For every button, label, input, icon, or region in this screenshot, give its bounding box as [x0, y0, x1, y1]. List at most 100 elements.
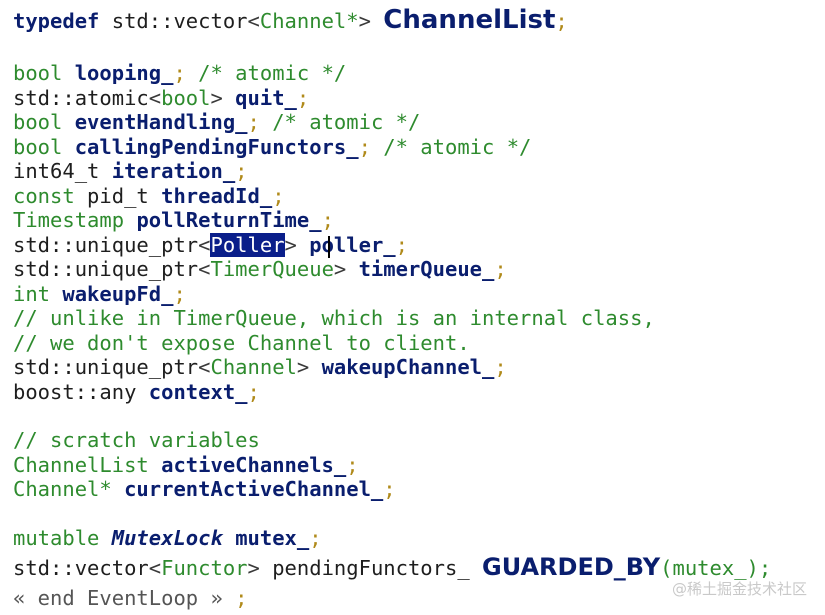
code-line: // we don't expose Channel to client.	[13, 331, 470, 355]
identifier: wakeupFd_	[62, 282, 174, 306]
type-param: TimerQueue	[210, 257, 334, 281]
type-text: std::vector	[13, 556, 149, 580]
type-text: std::atomic	[13, 86, 149, 110]
keyword: bool	[13, 110, 63, 134]
angle-close: >	[247, 556, 260, 580]
type-name-italic: MutexLock	[111, 526, 223, 550]
semicolon: ;	[296, 86, 310, 110]
angle-open: <	[198, 257, 211, 281]
identifier: context_	[148, 380, 248, 404]
keyword: bool	[13, 135, 63, 159]
semicolon: ;	[235, 159, 248, 183]
identifier: pollReturnTime_	[136, 208, 322, 232]
code-line: // unlike in TimerQueue, which is an int…	[13, 306, 655, 330]
angle-open: <	[148, 556, 162, 580]
comment: // unlike in TimerQueue, which is an int…	[13, 306, 655, 330]
identifier: looping_	[74, 61, 174, 85]
type-text: std::unique_ptr	[13, 355, 199, 379]
identifier: wakeupChannel_	[321, 355, 495, 379]
identifier: quit_	[235, 86, 297, 110]
identifier: eventHandling_	[74, 110, 248, 134]
semicolon: ;	[235, 586, 248, 610]
macro-args: (mutex_);	[660, 556, 772, 580]
selected-text[interactable]: Poller	[210, 233, 285, 257]
code-line: bool eventHandling_; /* atomic */	[13, 110, 420, 134]
semicolon: ;	[358, 135, 371, 159]
keyword: int	[13, 282, 51, 306]
semicolon: ;	[247, 380, 260, 404]
angle-open: <	[198, 233, 211, 257]
identifier: callingPendingFunctors_	[74, 135, 359, 159]
macro-name: GUARDED_BY	[482, 553, 661, 581]
angle-close: >	[358, 9, 371, 33]
code-line: // scratch variables	[13, 428, 260, 452]
identifier: iteration_	[111, 159, 236, 183]
code-line: Timestamp pollReturnTime_;	[13, 208, 334, 232]
keyword: bool	[13, 61, 63, 85]
code-line: const pid_t threadId_;	[13, 184, 285, 208]
comment: // we don't expose Channel to client.	[13, 331, 470, 355]
code-line: bool callingPendingFunctors_; /* atomic …	[13, 135, 531, 159]
identifier: activeChannels_	[161, 453, 347, 477]
type-param: Channel*	[259, 9, 359, 33]
code-line: ChannelList activeChannels_;	[13, 453, 359, 477]
keyword: typedef	[13, 9, 100, 33]
fold-marker[interactable]: « end EventLoop »	[13, 586, 236, 610]
semicolon: ;	[321, 208, 334, 232]
type-text: std::vector	[99, 9, 248, 33]
code-line: Channel* currentActiveChannel_;	[13, 477, 396, 501]
comment: /* atomic */	[185, 61, 347, 85]
code-line: bool looping_; /* atomic */	[13, 61, 346, 85]
angle-open: <	[148, 86, 162, 110]
identifier-plain: pendingFunctors_	[259, 556, 483, 580]
angle-close: >	[333, 257, 347, 281]
code-line: std::atomic<bool> quit_;	[13, 86, 309, 110]
code-line-folded[interactable]: « end EventLoop » ;	[13, 586, 248, 610]
identifier: mutex_	[235, 526, 310, 550]
type-name: ChannelList	[13, 453, 149, 477]
code-line: mutable MutexLock mutex_;	[13, 526, 322, 550]
typedef-name: ChannelList	[383, 5, 556, 35]
semicolon: ;	[173, 61, 186, 85]
code-line: std::unique_ptr<TimerQueue> timerQueue_;	[13, 257, 507, 281]
type-name: Channel*	[13, 477, 112, 501]
code-line: std::vector<Functor> pendingFunctors_ GU…	[13, 553, 772, 581]
type-text: int64_t	[13, 159, 100, 183]
semicolon: ;	[272, 184, 285, 208]
type-param: Channel	[210, 355, 297, 379]
semicolon: ;	[383, 477, 396, 501]
identifier: currentActiveChannel_	[124, 477, 384, 501]
type-text: boost::any	[13, 380, 137, 404]
code-line: int64_t iteration_;	[13, 159, 248, 183]
semicolon: ;	[395, 233, 408, 257]
code-line: boost::any context_;	[13, 380, 260, 404]
angle-close: >	[284, 233, 297, 257]
code-line: typedef std::vector<Channel*> ChannelLis…	[13, 5, 568, 35]
type-text: pid_t	[74, 184, 149, 208]
semicolon: ;	[173, 282, 186, 306]
code-line: std::unique_ptr<Channel> wakeupChannel_;	[13, 355, 507, 379]
type-param: Functor	[161, 556, 248, 580]
type-name: Timestamp	[13, 208, 125, 232]
type-param: bool	[161, 86, 211, 110]
semicolon: ;	[247, 110, 260, 134]
comment: /* atomic */	[370, 135, 532, 159]
semicolon: ;	[494, 355, 507, 379]
text-cursor	[328, 236, 330, 258]
identifier: timerQueue_	[358, 257, 495, 281]
angle-close: >	[210, 86, 223, 110]
type-text: std::unique_ptr	[13, 257, 199, 281]
angle-close: >	[296, 355, 310, 379]
semicolon: ;	[309, 526, 322, 550]
angle-open: <	[198, 355, 211, 379]
type-text: std::unique_ptr	[13, 233, 199, 257]
semicolon: ;	[346, 453, 359, 477]
semicolon: ;	[555, 9, 568, 33]
code-line: std::unique_ptr<Poller> poller_;	[13, 233, 408, 257]
code-line: int wakeupFd_;	[13, 282, 186, 306]
keyword: const	[13, 184, 75, 208]
semicolon: ;	[494, 257, 507, 281]
identifier: threadId_	[161, 184, 273, 208]
comment: /* atomic */	[259, 110, 421, 134]
